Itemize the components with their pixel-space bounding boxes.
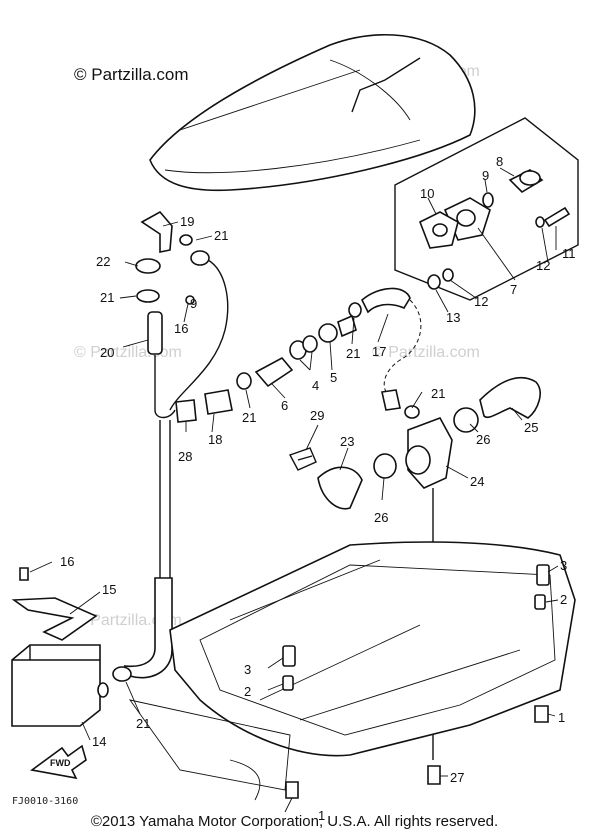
callout-21-bottom: 21 <box>136 716 150 731</box>
callout-7: 7 <box>510 282 517 297</box>
callout-23: 23 <box>340 434 354 449</box>
callout-1-left: 1 <box>318 808 325 823</box>
watermark-main: © Partzilla.com <box>74 65 189 84</box>
callout-11: 11 <box>562 246 576 261</box>
part-13-nut <box>427 274 441 290</box>
callout-2-left: 2 <box>244 684 251 699</box>
part-12-washer-a <box>535 216 545 228</box>
callout-17: 17 <box>372 344 386 359</box>
callout-3-left: 3 <box>244 662 251 677</box>
callout-3-right: 3 <box>560 558 567 573</box>
callout-29: 29 <box>310 408 324 423</box>
bracket-box <box>394 117 579 301</box>
diagram-code: FJ0010-3160 <box>12 796 78 807</box>
callout-16-mid: 16 <box>174 321 188 336</box>
callout-14: 14 <box>92 734 106 749</box>
callout-26-lower: 26 <box>374 510 388 525</box>
callout-9-right: 9 <box>482 168 489 183</box>
callout-25: 25 <box>524 420 538 435</box>
callout-20: 20 <box>100 345 114 360</box>
callout-12-right: 12 <box>536 258 550 273</box>
callout-labels: 19 21 22 21 9 16 20 28 18 21 6 4 5 21 17… <box>60 154 576 823</box>
part-9-oring <box>482 192 494 208</box>
callout-19: 19 <box>180 214 194 229</box>
part-14-battery-box <box>11 644 109 727</box>
callout-22: 22 <box>96 254 110 269</box>
callout-4: 4 <box>312 378 319 393</box>
callout-10: 10 <box>420 186 434 201</box>
callout-9-left: 9 <box>190 296 197 311</box>
bolts <box>282 564 550 799</box>
callout-21-top: 21 <box>214 228 228 243</box>
callout-1-right: 1 <box>558 710 565 725</box>
part-12-washer-b <box>442 268 454 282</box>
callout-12-left: 12 <box>474 294 488 309</box>
callout-16-bottom: 16 <box>60 554 74 569</box>
callout-21-mid: 21 <box>242 410 256 425</box>
leader-lines <box>29 167 559 813</box>
watermark-faint-2: © Partzilla.com <box>74 344 182 361</box>
callout-21-left: 21 <box>100 290 114 305</box>
callout-28: 28 <box>178 449 192 464</box>
part-11-bolt <box>543 206 571 228</box>
left-hose <box>135 210 252 423</box>
fwd-label: FWD <box>50 758 71 768</box>
middle-fittings <box>254 287 422 411</box>
callout-18: 18 <box>208 432 222 447</box>
callout-15: 15 <box>102 582 116 597</box>
copyright-footer: ©2013 Yamaha Motor Corporation, U.S.A. A… <box>90 813 499 830</box>
callout-21-right: 21 <box>431 386 445 401</box>
long-pipe <box>112 420 173 682</box>
callout-21-center: 21 <box>346 346 360 361</box>
part-29-clip <box>288 447 317 471</box>
callout-6: 6 <box>281 398 288 413</box>
hull-frame <box>128 541 576 801</box>
part-8-sensor <box>508 169 544 194</box>
fwd-arrow: FWD <box>30 744 87 780</box>
callout-5: 5 <box>330 370 337 385</box>
callout-2-right: 2 <box>560 592 567 607</box>
watermark-faint-3: © Partzilla.com <box>372 344 480 361</box>
part-15-bracket <box>11 567 98 641</box>
callout-27: 27 <box>450 770 464 785</box>
hood-cover <box>149 33 476 192</box>
callout-24: 24 <box>470 474 484 489</box>
callout-13: 13 <box>446 310 460 325</box>
part-10-gasket <box>418 211 459 249</box>
elbow-assembly <box>317 376 541 760</box>
callout-8: 8 <box>496 154 503 169</box>
callout-26-upper: 26 <box>476 432 490 447</box>
